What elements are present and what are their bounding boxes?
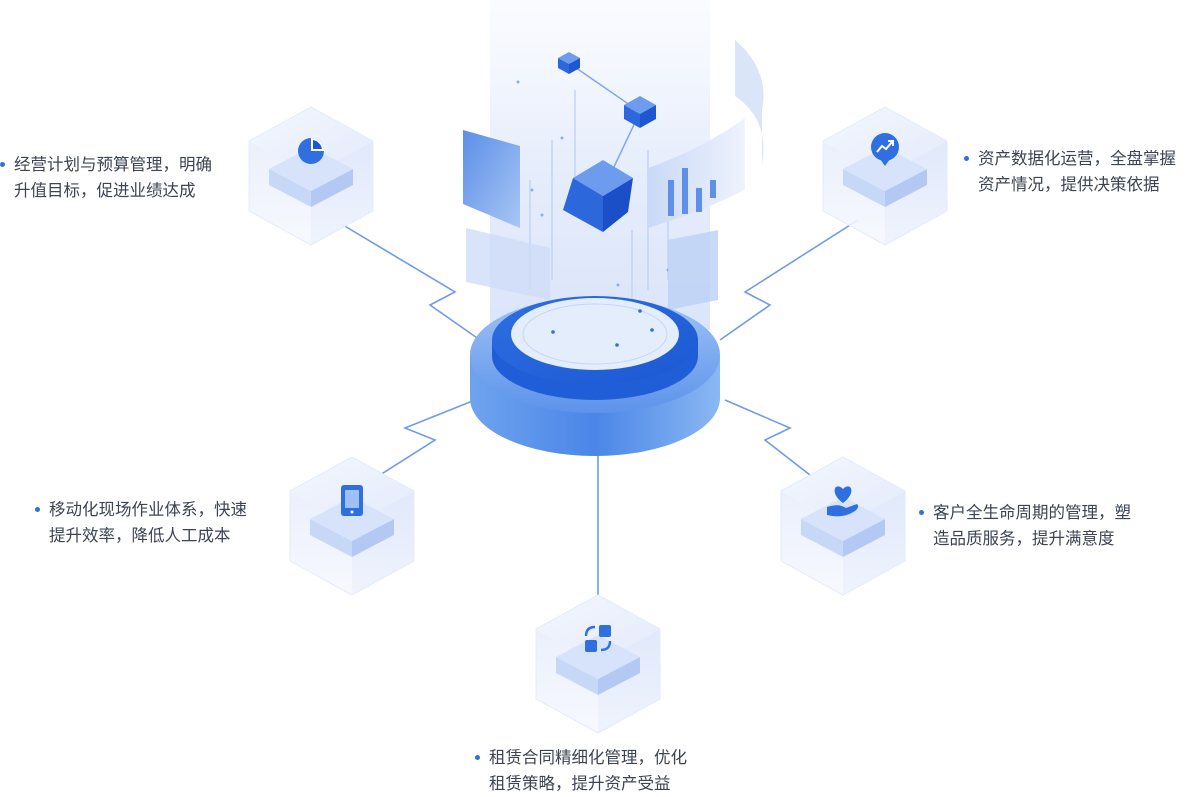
feature-lease: 租赁合同精细化管理，优化 租赁策略，提升资产受益 — [475, 745, 687, 797]
exchange-icon — [584, 625, 612, 652]
heart-hand-icon — [827, 486, 859, 517]
glass-cube-data — [822, 106, 948, 246]
feature-mobile-line-1: 移动化现场作业体系，快速 — [49, 500, 247, 519]
tablet-icon — [341, 485, 363, 516]
feature-planning: 经营计划与预算管理，明确 升值目标，促进业绩达成 — [0, 152, 212, 204]
bullet-dot — [35, 507, 40, 512]
floating-panel-low-left — [466, 228, 550, 300]
bullet-dot — [919, 510, 924, 515]
feature-customer: 客户全生命周期的管理，塑 造品质服务，提升满意度 — [919, 500, 1131, 552]
feature-data-line-2: 资产情况，提供决策依据 — [978, 175, 1160, 194]
central-pedestal — [470, 296, 720, 456]
glass-cube-customer — [780, 456, 906, 596]
feature-planning-line-1: 经营计划与预算管理，明确 — [14, 155, 212, 174]
bullet-dot — [964, 156, 969, 161]
bullet-dot — [0, 162, 5, 167]
floating-panel-low-right — [668, 230, 718, 310]
ribbon-curl — [735, 40, 764, 165]
feature-lease-line-2: 租赁策略，提升资产受益 — [489, 774, 671, 793]
glass-cube-mobile — [289, 456, 415, 596]
feature-mobile: 移动化现场作业体系，快速 提升效率，降低人工成本 — [35, 497, 247, 549]
feature-data-line-1: 资产数据化运营，全盘掌握 — [978, 149, 1176, 168]
feature-planning-line-2: 升值目标，促进业绩达成 — [14, 181, 196, 200]
feature-customer-line-1: 客户全生命周期的管理，塑 — [933, 503, 1131, 522]
glass-cube-planning — [248, 106, 374, 246]
feature-lease-line-1: 租赁合同精细化管理，优化 — [489, 748, 687, 767]
bar-chart-icon — [668, 168, 716, 216]
bullet-dot — [475, 755, 480, 760]
network-cube-large — [563, 160, 633, 232]
network-cube-medium — [624, 96, 656, 128]
pie-chart-icon — [298, 138, 324, 164]
trend-badge-icon — [871, 133, 899, 166]
feature-customer-line-2: 造品质服务，提升满意度 — [933, 529, 1115, 548]
glass-cube-lease — [535, 594, 661, 734]
feature-data: 资产数据化运营，全盘掌握 资产情况，提供决策依据 — [964, 146, 1176, 198]
floating-panel-left — [463, 130, 520, 228]
connector-lines — [342, 219, 859, 595]
feature-mobile-line-2: 提升效率，降低人工成本 — [49, 526, 231, 545]
network-cube-small — [558, 52, 580, 74]
